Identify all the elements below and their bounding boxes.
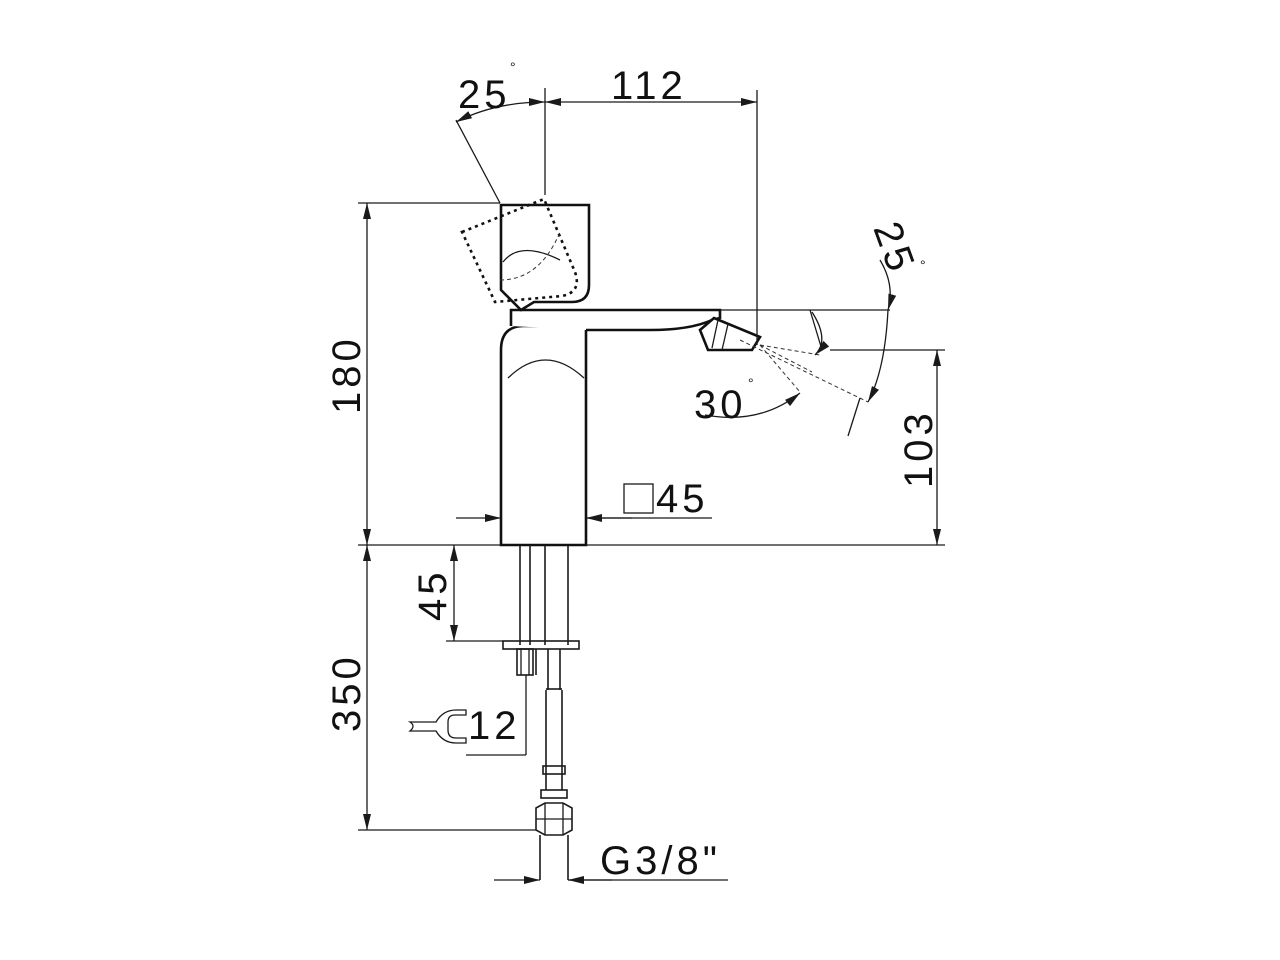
spray-angle-label: 30 [694, 383, 747, 427]
dim-wrench-12: 12 [407, 675, 527, 756]
dim-25-handle: 25 ° [455, 59, 546, 204]
mixer-handle [460, 197, 591, 312]
wrench-size-label: 12 [468, 704, 521, 748]
dim-350: 350 [325, 545, 536, 831]
handle-angle-label: 25 [458, 73, 511, 117]
hose-length-label: 350 [325, 653, 369, 732]
spray-degree-symbol: ° [748, 375, 754, 391]
spout-degree-symbol: ° [920, 257, 926, 273]
spout-angle-label: 25 [865, 216, 924, 280]
shank-and-hose [502, 545, 580, 880]
dim-g38: G3/8" [494, 839, 728, 884]
dim-45-shank: 45 [411, 545, 503, 642]
dim-103: 103 [830, 349, 945, 545]
dim-180: 180 [325, 202, 500, 545]
wrench-icon [407, 709, 467, 744]
dim-30-spray: 30 ° [694, 309, 830, 427]
reach-label: 112 [611, 64, 687, 108]
dim-45-body: 45 [456, 477, 712, 522]
height-label: 180 [325, 335, 369, 414]
shank-length-label: 45 [411, 569, 455, 622]
faucet-body [499, 308, 762, 547]
dim-112: 112 [544, 64, 758, 345]
spout-height-label: 103 [897, 409, 941, 488]
body-section-label: 45 [656, 477, 709, 521]
dim-25-spout: 25 ° [720, 216, 926, 437]
connection-label: G3/8" [600, 839, 721, 883]
square-section-icon [623, 483, 654, 514]
handle-degree-symbol: ° [510, 59, 516, 75]
